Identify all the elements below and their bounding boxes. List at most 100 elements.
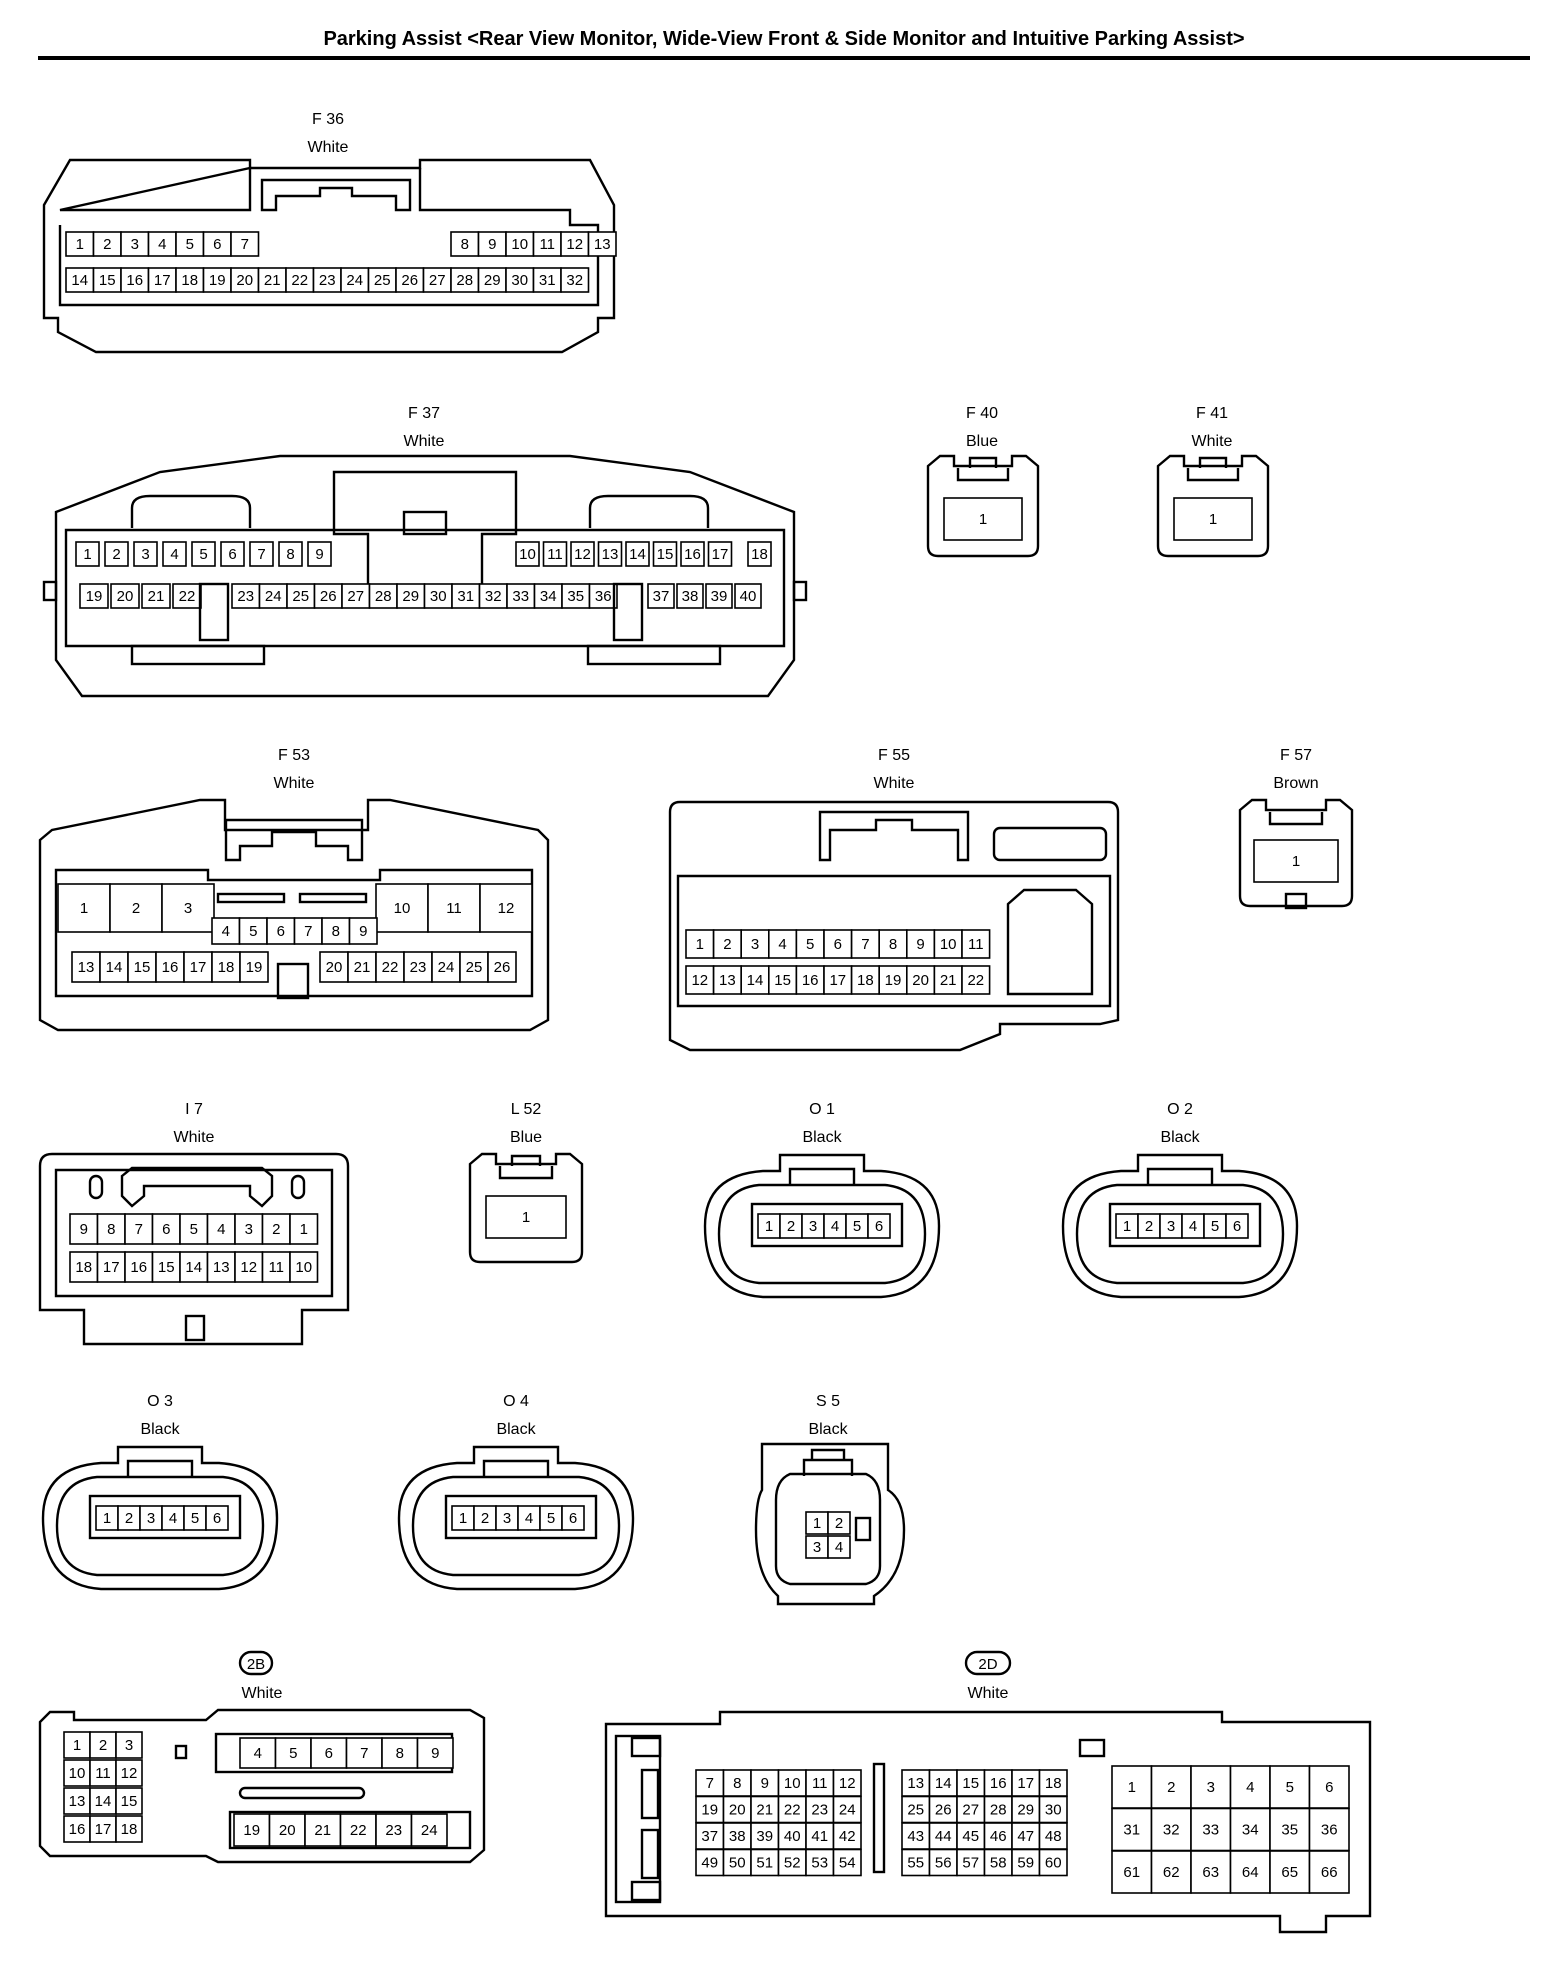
- pin-number: 23: [811, 1802, 828, 1819]
- pin-cell: [151, 1213, 181, 1245]
- pin-number: 40: [740, 588, 757, 605]
- pin-cell: [832, 1795, 862, 1824]
- pin-number: 9: [359, 923, 367, 940]
- pin-number: 2: [835, 1515, 843, 1532]
- connector-housing: [1156, 454, 1270, 558]
- pin-cell: [1253, 839, 1339, 883]
- connector-code: S 5: [816, 1393, 840, 1410]
- pin-number: 3: [751, 936, 759, 953]
- pin-number: 5: [249, 923, 257, 940]
- pin-number: 16: [126, 272, 143, 289]
- pin-housing: [444, 1494, 598, 1540]
- pin-number: 13: [719, 972, 736, 989]
- pin-cell: [705, 583, 733, 609]
- pin-cell: [69, 1213, 99, 1245]
- pin-number: 20: [236, 272, 253, 289]
- pin-cell: [983, 1848, 1013, 1877]
- connector-housing: [38, 1152, 350, 1346]
- pin-number: 1: [1128, 1779, 1136, 1796]
- pin-cell: [109, 883, 163, 933]
- pin-number: 22: [291, 272, 308, 289]
- pin-number: 6: [213, 1510, 221, 1527]
- key-slot: [612, 582, 644, 642]
- pin-number: 27: [347, 588, 364, 605]
- pin-number: 5: [853, 1218, 861, 1235]
- pin-number: 66: [1321, 1864, 1338, 1881]
- pin-number: 18: [75, 1259, 92, 1276]
- connector-code: O 3: [147, 1393, 173, 1410]
- pin-cell: [205, 1505, 229, 1531]
- pin-cell: [239, 951, 269, 983]
- pin-number: 2: [132, 900, 140, 917]
- pin-number: 54: [839, 1855, 856, 1872]
- pin-number: 7: [861, 936, 869, 953]
- pin-number: 33: [512, 588, 529, 605]
- pin-cell: [901, 1848, 931, 1877]
- pin-number: 19: [885, 972, 902, 989]
- pin-number: 8: [461, 236, 469, 253]
- pin-housing: [1108, 1202, 1262, 1248]
- pin-cell: [1038, 1822, 1068, 1850]
- pin-number: 14: [71, 272, 88, 289]
- pin-cell: [1308, 1765, 1350, 1809]
- pin-number: 5: [289, 1745, 297, 1762]
- pin-grid: 1: [485, 1195, 567, 1239]
- pin-cell: [933, 965, 963, 995]
- pin-housing: [88, 1494, 242, 1540]
- pin-number: 23: [237, 588, 254, 605]
- pin-number: 6: [875, 1218, 883, 1235]
- pin-number: 7: [304, 923, 312, 940]
- pin-number: 24: [839, 1802, 856, 1819]
- pin-cell: [339, 1813, 377, 1847]
- pin-cell: [722, 1848, 752, 1877]
- pin-cell: [652, 541, 678, 567]
- connector-code: L 52: [511, 1101, 542, 1118]
- pin-cell: [231, 583, 261, 609]
- pin-number: 19: [701, 1802, 718, 1819]
- pin-number: 22: [179, 588, 196, 605]
- pin-cell: [734, 583, 762, 609]
- pin-number: 36: [595, 588, 612, 605]
- pin-number: 16: [802, 972, 819, 989]
- pin-number: 2: [1145, 1218, 1153, 1235]
- connector-color: Brown: [1273, 775, 1318, 792]
- connector-housing: [38, 798, 550, 1032]
- pin-number: 10: [69, 1765, 86, 1782]
- pin-cell: [805, 1822, 835, 1850]
- pin-cell: [832, 1769, 862, 1797]
- pin-number: 16: [684, 546, 701, 563]
- pin-number: 10: [511, 236, 528, 253]
- rib: [290, 1174, 306, 1200]
- pin-cell: [451, 583, 481, 609]
- pin-number: 30: [1045, 1802, 1062, 1819]
- pin-number: 27: [429, 272, 446, 289]
- pin-number: 14: [629, 546, 646, 563]
- pin-number: 16: [130, 1259, 147, 1276]
- pin-number: 6: [834, 936, 842, 953]
- pin-cell: [175, 267, 205, 293]
- pin-cell: [695, 1795, 725, 1824]
- connector-color: White: [1192, 433, 1233, 450]
- pin-cell: [647, 583, 675, 609]
- pin-cell: [1229, 1807, 1271, 1852]
- pin-cell: [712, 965, 742, 995]
- pin-number: 39: [711, 588, 728, 605]
- connector-face: [54, 1168, 334, 1298]
- pin-number: 18: [751, 546, 768, 563]
- pin-number: 2: [272, 1221, 280, 1238]
- pin-number: 30: [511, 272, 528, 289]
- connector-face: [55, 1475, 265, 1577]
- pin-cell: [878, 929, 908, 959]
- pin-number: 25: [292, 588, 309, 605]
- pin-number: 19: [209, 272, 226, 289]
- pin-cell: [63, 1815, 91, 1843]
- pin-number: 13: [594, 236, 611, 253]
- locking-latch: [788, 1167, 856, 1185]
- pin-grid: 1: [1253, 839, 1339, 883]
- locking-latch: [1268, 812, 1324, 826]
- connector-color: White: [308, 139, 349, 156]
